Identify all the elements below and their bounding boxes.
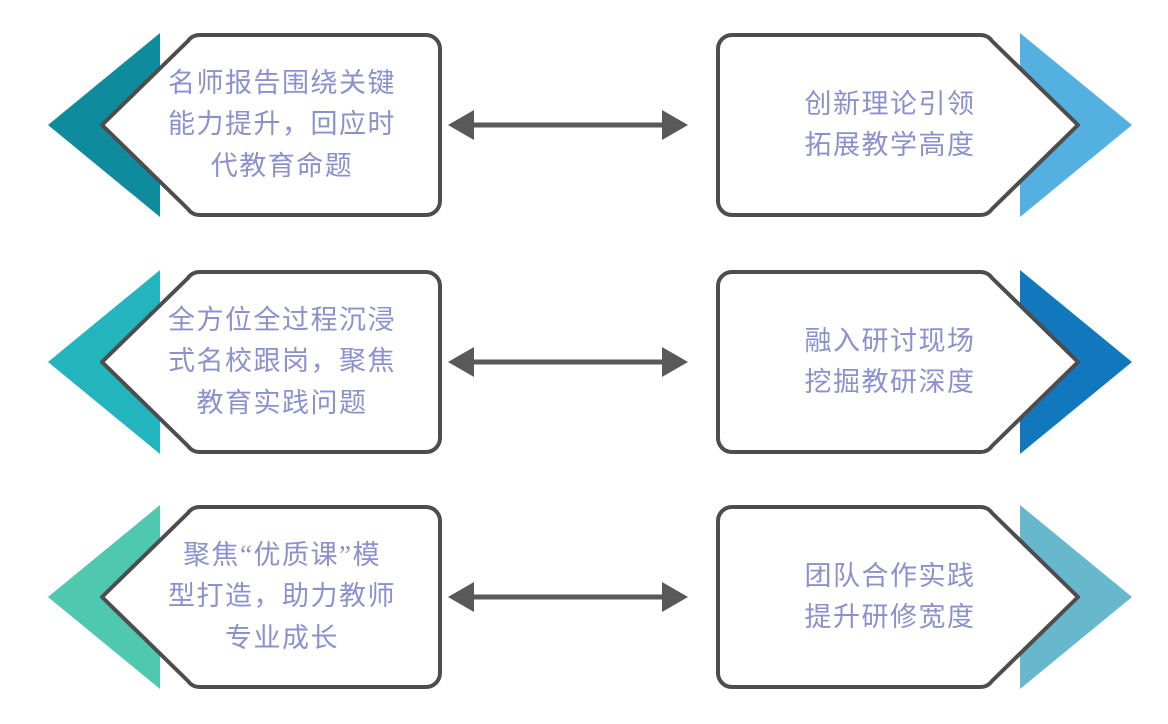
diagram-row-2: 全方位全过程沉浸 式名校跟岗，聚焦 教育实践问题 融入研讨现场 挖掘教研深度 [0,262,1168,462]
arrowhead-right-icon [662,110,688,140]
node-body-outline [716,270,1080,454]
node-body-outline [100,270,442,454]
process-node-immersive-school-attachment[interactable]: 全方位全过程沉浸 式名校跟岗，聚焦 教育实践问题 [30,262,490,462]
connector-row-3 [448,575,688,619]
diagram-row-3: 聚焦“优质课”模 型打造，助力教师 专业成长 团队合作实践 提升研修宽度 [0,497,1168,697]
process-node-innovative-theory-leading[interactable]: 创新理论引领 拓展教学高度 [690,25,1150,225]
arrowhead-left-icon [448,110,474,140]
node-body-outline [716,33,1080,217]
node-body-outline [100,505,442,689]
process-node-famous-teacher-report[interactable]: 名师报告围绕关键 能力提升，回应时 代教育命题 [30,25,490,225]
node-body-outline [100,33,442,217]
diagram-row-1: 名师报告围绕关键 能力提升，回应时 代教育命题 创新理论引领 拓展教学高度 [0,25,1168,225]
process-node-quality-lesson-model[interactable]: 聚焦“优质课”模 型打造，助力教师 专业成长 [30,497,490,697]
node-body-outline [716,505,1080,689]
arrowhead-right-icon [662,582,688,612]
process-node-join-seminar-site[interactable]: 融入研讨现场 挖掘教研深度 [690,262,1150,462]
arrowhead-right-icon [662,347,688,377]
connector-row-1 [448,103,688,147]
connector-row-2 [448,340,688,384]
arrowhead-left-icon [448,347,474,377]
process-node-team-collaboration-practice[interactable]: 团队合作实践 提升研修宽度 [690,497,1150,697]
arrowhead-left-icon [448,582,474,612]
